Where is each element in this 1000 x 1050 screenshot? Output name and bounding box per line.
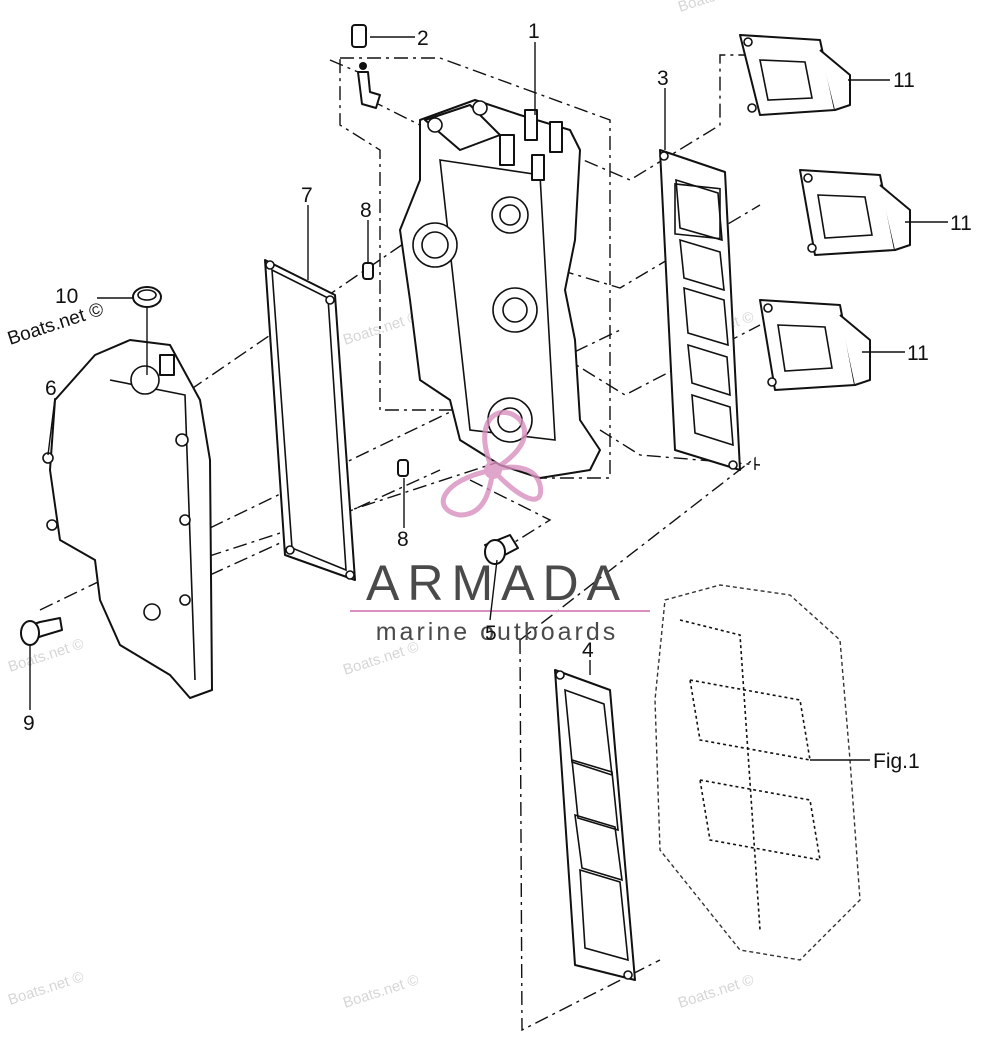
fig-1-enclosure xyxy=(519,456,756,1032)
cover-gasket xyxy=(264,259,356,581)
reed-valve-bottom xyxy=(759,299,871,391)
callout-6: 6 xyxy=(45,377,57,400)
callout-7: 7 xyxy=(301,184,313,207)
watermark: Boats.net © xyxy=(676,971,756,1011)
dowel-pin-lower xyxy=(397,459,409,477)
callout-11-bottom: 11 xyxy=(907,342,929,365)
figure-label: Fig.1 xyxy=(873,750,920,773)
reed-valve-top xyxy=(739,34,851,116)
axis-line xyxy=(209,469,441,576)
brand-tagline: marine outboards xyxy=(376,618,619,646)
watermark: Boats.net © xyxy=(6,968,86,1008)
watermark: Boats.net © xyxy=(341,971,421,1011)
callout-10: 10 xyxy=(55,285,78,308)
callout-5: 5 xyxy=(485,622,497,645)
lower-gasket xyxy=(554,669,636,981)
dowel-pin-upper xyxy=(362,262,374,280)
bolt-5 xyxy=(484,534,519,565)
brand-logo: ARMADA marine outboards xyxy=(350,409,650,646)
bolt-9 xyxy=(20,617,63,646)
axis-line xyxy=(469,479,552,546)
cap xyxy=(132,286,162,308)
callout-11-middle: 11 xyxy=(950,212,972,235)
propeller-icon xyxy=(440,409,544,518)
leader-lines xyxy=(29,36,948,761)
axis-line xyxy=(559,54,745,181)
fitting xyxy=(351,24,381,109)
reed-valve-middle xyxy=(799,169,911,256)
brand-name: ARMADA xyxy=(366,555,628,611)
manifold-body xyxy=(399,99,601,479)
watermark: Boats.net © xyxy=(676,0,756,16)
callout-2: 2 xyxy=(417,27,429,50)
callout-8-lower: 8 xyxy=(397,528,409,551)
callout-8-upper: 8 xyxy=(360,199,372,222)
callout-9: 9 xyxy=(23,712,35,735)
callout-11-top: 11 xyxy=(893,69,915,92)
fig-1-crankcase xyxy=(654,584,861,961)
reed-gasket xyxy=(659,149,741,471)
manifold-cover xyxy=(42,339,213,699)
watermark: Boats.net © xyxy=(6,635,86,675)
callout-4: 4 xyxy=(582,639,594,662)
watermark: Boats.net © xyxy=(341,308,421,348)
callout-3: 3 xyxy=(657,67,669,90)
callout-1: 1 xyxy=(528,20,540,43)
